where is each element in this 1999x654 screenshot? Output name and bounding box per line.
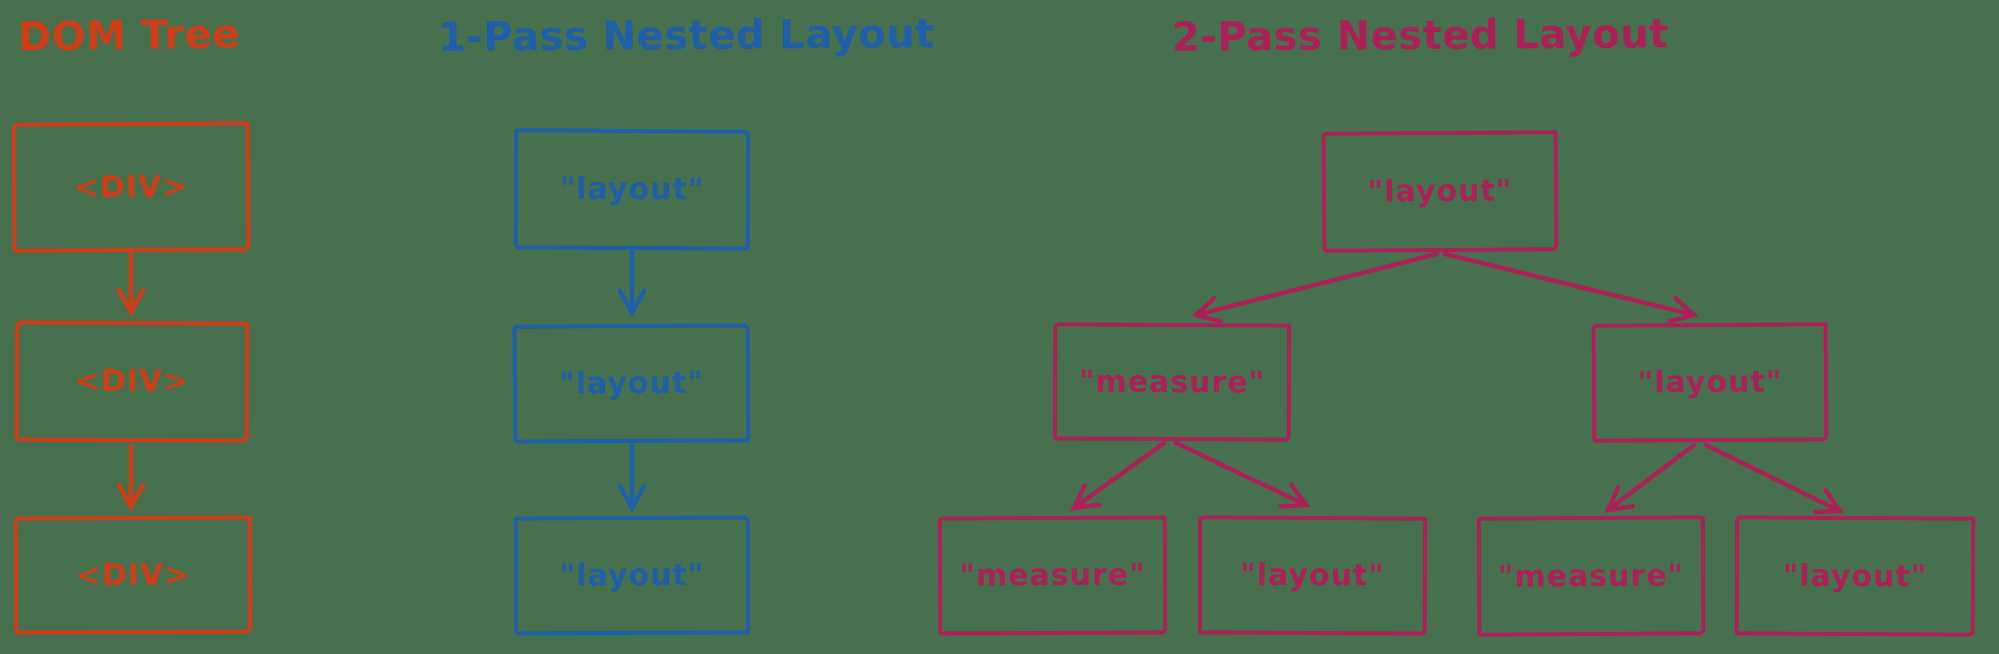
two-pass-leaf-measure-2: "measure" bbox=[1476, 515, 1706, 637]
dom-tree-title: DOM Tree bbox=[17, 11, 241, 61]
two-pass-leaf-layout-1: "layout" bbox=[1197, 515, 1428, 636]
arrow-layout-to-leaf-measure bbox=[1604, 442, 1697, 513]
arrow-measure-to-leaf-layout bbox=[1173, 440, 1311, 509]
two-pass-leaf-measure-1: "measure" bbox=[937, 515, 1168, 636]
one-pass-node-1-label: "layout" bbox=[559, 171, 705, 208]
one-pass-node-3: "layout" bbox=[513, 515, 751, 636]
arrow-measure-to-leaf-measure bbox=[1070, 440, 1167, 511]
two-pass-leaf-layout-2: "layout" bbox=[1734, 515, 1976, 637]
one-pass-node-3-label: "layout" bbox=[559, 557, 705, 594]
two-pass-leaf-layout-1-label: "layout" bbox=[1240, 557, 1385, 594]
two-pass-leaf-layout-2-label: "layout" bbox=[1782, 558, 1928, 594]
dom-node-3: <DIV> bbox=[13, 515, 253, 635]
one-pass-title: 1-Pass Nested Layout bbox=[437, 11, 935, 61]
one-pass-node-2-label: "layout" bbox=[559, 365, 704, 402]
one-pass-node-2: "layout" bbox=[512, 323, 751, 444]
arrow-root-to-measure bbox=[1191, 251, 1440, 324]
dom-node-2: <DIV> bbox=[14, 320, 250, 443]
arrow-root-to-layout bbox=[1442, 251, 1699, 324]
two-pass-root: "layout" bbox=[1321, 130, 1559, 253]
two-pass-measure-left: "measure" bbox=[1052, 322, 1292, 442]
one-pass-node-1: "layout" bbox=[513, 128, 751, 251]
arrow-layout-to-leaf-layout bbox=[1703, 442, 1845, 515]
two-pass-root-label: "layout" bbox=[1367, 173, 1513, 210]
two-pass-layout-right: "layout" bbox=[1591, 322, 1829, 443]
two-pass-leaf-measure-1-label: "measure" bbox=[959, 557, 1146, 594]
dom-node-1-label: <DIV> bbox=[73, 169, 189, 205]
two-pass-measure-left-label: "measure" bbox=[1078, 364, 1266, 400]
two-pass-title: 2-Pass Nested Layout bbox=[1171, 11, 1669, 61]
dom-node-3-label: <DIV> bbox=[75, 557, 191, 593]
dom-node-2-label: <DIV> bbox=[74, 363, 190, 400]
dom-node-1: <DIV> bbox=[11, 121, 251, 253]
two-pass-leaf-measure-2-label: "measure" bbox=[1497, 557, 1685, 595]
two-pass-layout-right-label: "layout" bbox=[1637, 364, 1783, 401]
